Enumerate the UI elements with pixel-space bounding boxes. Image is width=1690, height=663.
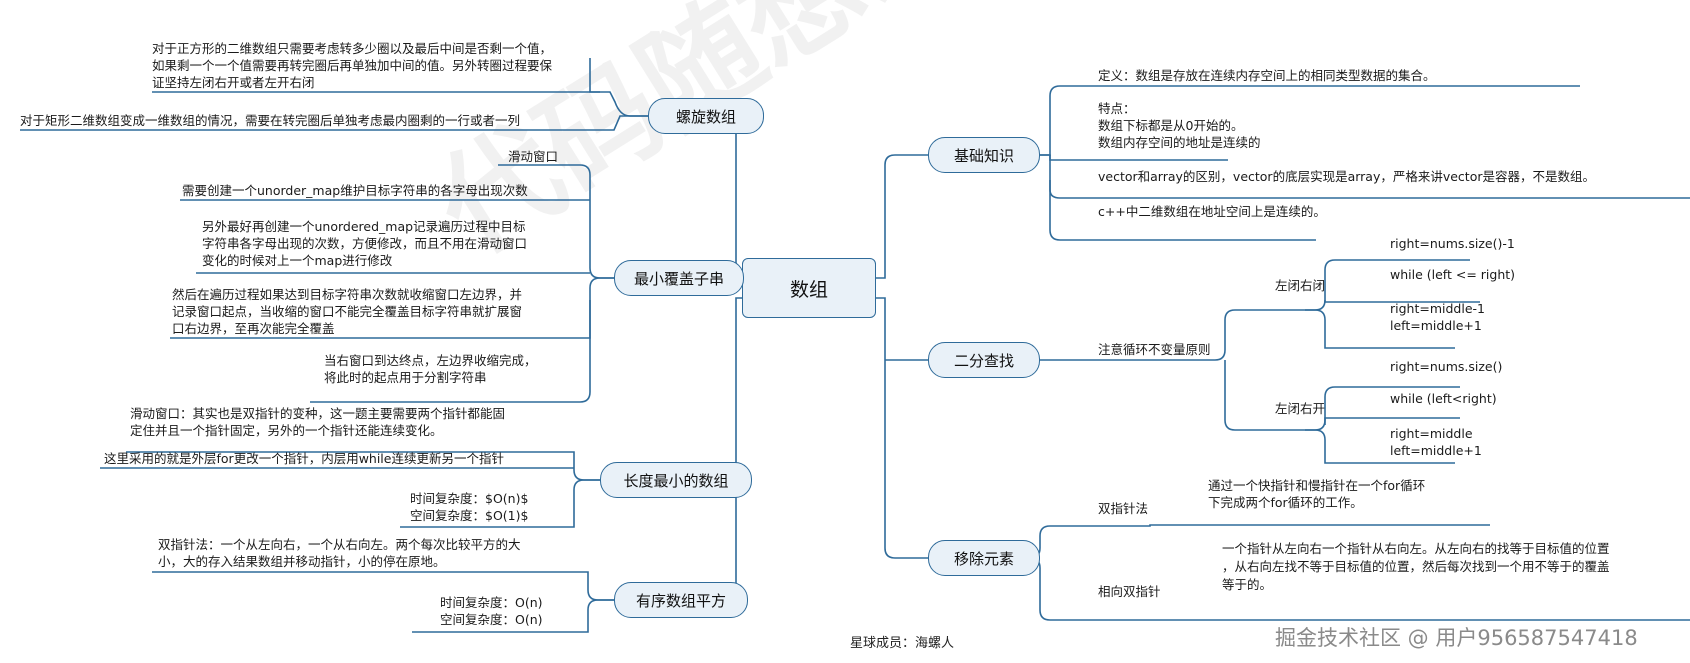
sorted-square-time-complexity: 时间复杂度：O(n) xyxy=(440,595,543,610)
min-cover-note-sliding-window: 滑动窗口 xyxy=(508,149,559,164)
sorted-square-space-complexity: 空间复杂度：O(n) xyxy=(440,612,543,627)
min-cover-note-3-line-1: 另外最好再创建一个unordered_map记录遍历过程中目标 xyxy=(202,219,526,234)
min-cover-note-5-line-1: 当右窗口到达终点，左边界收缩完成， xyxy=(324,353,537,368)
spiral-note-1-line-1: 对于正方形的二维数组只需要考虑转多少圈以及最后中间是否剩一个值， xyxy=(152,41,553,56)
spiral-note-1-line-2: 如果剩一个一个值需要再转完圈后再单独加中间的值。另外转圈过程要保 xyxy=(152,58,553,73)
basics-features-title: 特点： xyxy=(1098,101,1136,116)
juejin-watermark: 掘金技术社区 @ 用户956587547418 xyxy=(1275,626,1638,650)
min-length-array-node: 长度最小的数组 xyxy=(600,462,752,498)
remove-opposite-note-line-3: 等于的。 xyxy=(1222,577,1273,592)
binary-closed-open: 左闭右开 xyxy=(1275,401,1326,416)
min-cover-note-4-line-3: 口右边界，至再次能完全覆盖 xyxy=(172,321,335,336)
binary-open-o1: right=nums.size() xyxy=(1390,359,1503,374)
min-len-space-complexity: 空间复杂度：$O(1)$ xyxy=(410,508,529,523)
binary-search-node: 二分查找 xyxy=(928,342,1040,378)
remove-two-pointer-note-line-2: 下完成两个for循环的工作。 xyxy=(1208,495,1363,510)
binary-closed-c3-line-1: right=middle-1 xyxy=(1390,301,1485,316)
spiral-note-1-line-3: 证坚持左闭右开或者左开右闭 xyxy=(152,75,315,90)
remove-opposite-pointer-label: 相向双指针 xyxy=(1098,584,1161,599)
basics-vector-array: vector和array的区别，vector的底层实现是array，严格来讲ve… xyxy=(1098,169,1595,184)
min-len-note-1-line-1: 滑动窗口：其实也是双指针的变种，这一题主要需要两个指针都能固 xyxy=(130,406,506,421)
sorted-square-note-line-1: 双指针法：一个从左向右，一个从右向左。两个每次比较平方的大 xyxy=(158,537,521,552)
min-len-note-1-line-2: 定住并且一个指针固定，另外的一个指针还能连续变化。 xyxy=(130,423,443,438)
min-cover-note-3-line-3: 变化的时候对上一个map进行修改 xyxy=(202,253,393,268)
remove-element-node: 移除元素 xyxy=(928,540,1040,576)
remove-two-pointer-label: 双指针法 xyxy=(1098,501,1149,516)
basics-definition: 定义：数组是存放在连续内存空间上的相同类型数据的集合。 xyxy=(1098,68,1436,83)
binary-principle: 注意循环不变量原则 xyxy=(1098,342,1211,357)
sorted-square-node: 有序数组平方 xyxy=(614,582,748,618)
credit-text: 星球成员：海螺人 xyxy=(850,636,955,651)
binary-open-o2: while (left<right) xyxy=(1390,391,1497,406)
min-cover-note-map: 需要创建一个unorder_map维护目标字符串的各字母出现次数 xyxy=(182,183,528,198)
binary-closed-closed: 左闭右闭 xyxy=(1275,278,1326,293)
spiral-array-node: 螺旋数组 xyxy=(648,98,764,134)
min-cover-note-4-line-2: 记录窗口起点，当收缩的窗口不能完全覆盖目标字符串就扩展窗 xyxy=(172,304,523,319)
remove-two-pointer-note-line-1: 通过一个快指针和慢指针在一个for循环 xyxy=(1208,478,1426,493)
sorted-square-note-line-2: 小，大的存入结果数组并移动指针，小的停在原地。 xyxy=(158,554,446,569)
root-node: 数组 xyxy=(742,258,876,318)
remove-opposite-note-line-2: ，从右向左找不等于目标值的位置，然后每次找到一个用不等于的覆盖 xyxy=(1222,559,1610,574)
binary-closed-c3-line-2: left=middle+1 xyxy=(1390,318,1482,333)
basics-node: 基础知识 xyxy=(928,137,1040,173)
binary-closed-c2: while (left <= right) xyxy=(1390,267,1516,282)
basics-features-line-1: 数组下标都是从0开始的。 xyxy=(1098,118,1244,133)
min-cover-note-4-line-1: 然后在遍历过程如果达到目标字符串次数就收缩窗口左边界，并 xyxy=(172,287,523,302)
remove-opposite-note-line-1: 一个指针从左向右一个指针从右向左。从左向右的找等于目标值的位置 xyxy=(1222,541,1610,556)
basics-2d-array: c++中二维数组在地址空间上是连续的。 xyxy=(1098,204,1326,219)
min-cover-note-5-line-2: 将此时的起点用于分割字符串 xyxy=(324,370,487,385)
binary-closed-c1: right=nums.size()-1 xyxy=(1390,236,1515,251)
spiral-note-2: 对于矩形二维数组变成一维数组的情况，需要在转完圈后单独考虑最内圈剩的一行或者一列 xyxy=(20,113,521,128)
min-len-note-2: 这里采用的就是外层for更改一个指针，内层用while连续更新另一个指针 xyxy=(104,451,504,466)
min-len-time-complexity: 时间复杂度：$O(n)$ xyxy=(410,491,529,506)
binary-open-o3-line-1: right=middle xyxy=(1390,426,1473,441)
min-cover-substring-node: 最小覆盖子串 xyxy=(614,260,744,296)
basics-features-line-2: 数组内存空间的地址是连续的 xyxy=(1098,135,1261,150)
binary-open-o3-line-2: left=middle+1 xyxy=(1390,443,1482,458)
min-cover-note-3-line-2: 字符串各字母出现的次数，方便修改，而且不用在滑动窗口 xyxy=(202,236,528,251)
